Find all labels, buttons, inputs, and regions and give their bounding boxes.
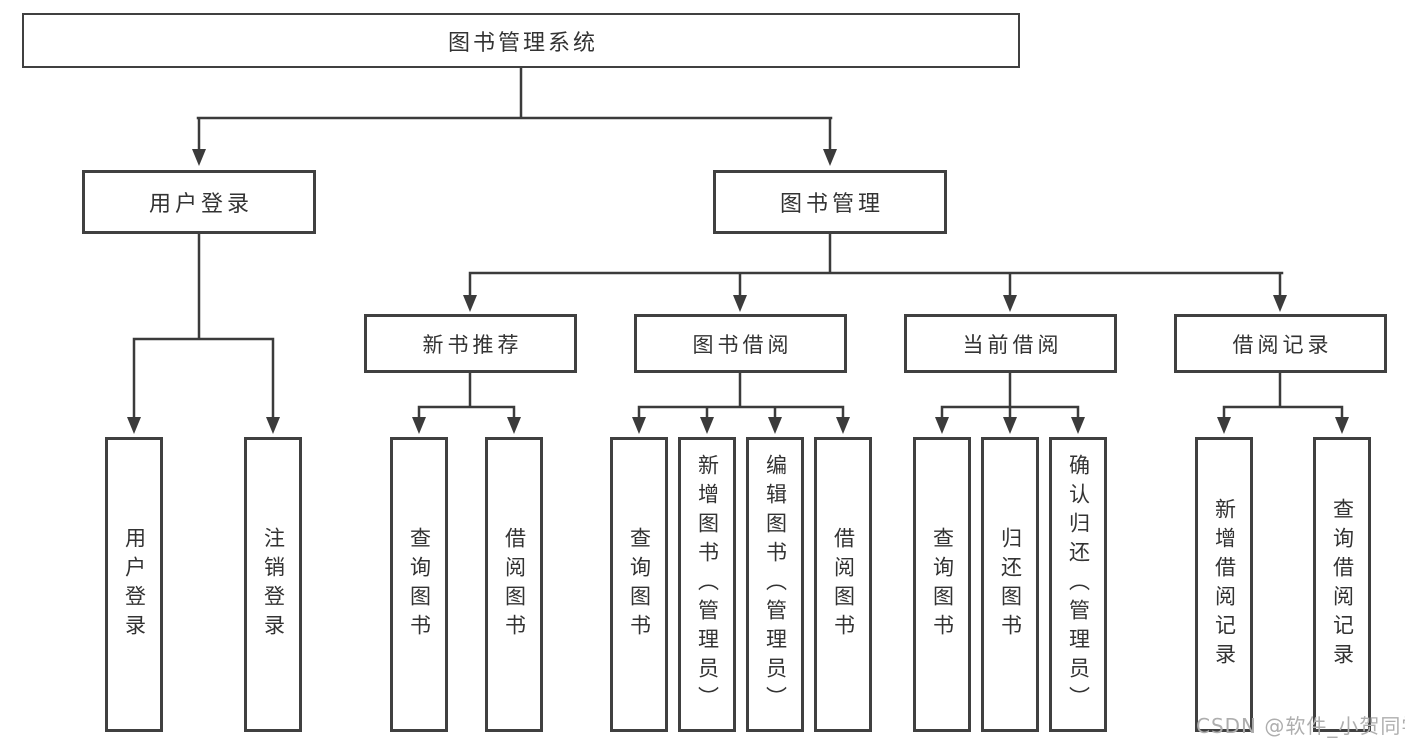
arrowhead	[1217, 417, 1231, 434]
arrowhead	[192, 149, 206, 166]
leaf-label: 借阅图书	[502, 526, 527, 643]
node-module-borrow-records: 借阅记录	[1174, 314, 1387, 373]
leaf-label: 查询图书	[930, 526, 955, 643]
arrowhead	[1335, 417, 1349, 434]
connector-borrow-records-to-leaves	[1217, 369, 1349, 434]
arrowhead	[1273, 295, 1287, 312]
connector-root-to-level2	[192, 64, 837, 166]
node-label: 当前借阅	[962, 332, 1063, 357]
node-module-current-borrow: 当前借阅	[904, 314, 1117, 373]
leaf-label: 查询图书	[627, 526, 652, 643]
leaf-label: 新增借阅记录	[1212, 497, 1237, 672]
leaf-user-login: 用户登录	[105, 437, 163, 732]
arrowhead	[823, 149, 837, 166]
leaf-recommend-query-books: 查询图书	[390, 437, 448, 732]
arrowhead	[768, 417, 782, 434]
arrowhead	[935, 417, 949, 434]
leaf-label: 查询借阅记录	[1330, 497, 1355, 672]
leaf-label: 借阅图书	[831, 526, 856, 643]
node-module-new-book-recommend: 新书推荐	[364, 314, 577, 373]
connector-current-borrow-to-leaves	[935, 369, 1085, 434]
leaf-current-return-books: 归还图书	[981, 437, 1039, 732]
connector-new-book-recommend-to-leaves	[412, 369, 521, 434]
leaf-records-query-record: 查询借阅记录	[1313, 437, 1371, 732]
node-label: 图书借阅	[692, 332, 793, 357]
node-label: 图书管理	[779, 192, 884, 217]
leaf-label: 确认归还（管理员）	[1066, 454, 1091, 715]
arrowhead	[836, 417, 850, 434]
leaf-current-confirm-return-admin: 确认归还（管理员）	[1049, 437, 1107, 732]
leaf-records-add-record: 新增借阅记录	[1195, 437, 1253, 732]
arrowhead	[412, 417, 426, 434]
arrowhead	[1003, 417, 1017, 434]
node-root-system: 图书管理系统	[22, 13, 1020, 68]
leaf-current-query-books: 查询图书	[913, 437, 971, 732]
arrowhead	[266, 417, 280, 434]
arrowhead	[127, 417, 141, 434]
node-label: 借阅记录	[1232, 332, 1333, 357]
watermark: CSDN @软件_小贺同学	[1196, 714, 1405, 738]
arrowhead	[1071, 417, 1085, 434]
leaf-recommend-borrow-books: 借阅图书	[485, 437, 543, 732]
arrowhead	[700, 417, 714, 434]
leaf-borrow-edit-books-admin: 编辑图书（管理员）	[746, 437, 804, 732]
node-branch-book-management: 图书管理	[713, 170, 947, 234]
connector-book-borrow-to-leaves	[632, 369, 850, 434]
node-module-book-borrow: 图书借阅	[634, 314, 847, 373]
leaf-label: 新增图书（管理员）	[695, 454, 720, 715]
connector-book-management-to-level3	[463, 231, 1287, 312]
leaf-label: 查询图书	[407, 526, 432, 643]
node-label: 新书推荐	[422, 332, 523, 357]
leaf-logout: 注销登录	[244, 437, 302, 732]
leaf-borrow-query-books: 查询图书	[610, 437, 668, 732]
node-branch-user-login: 用户登录	[82, 170, 316, 234]
leaf-label: 用户登录	[122, 526, 147, 643]
arrowhead	[733, 295, 747, 312]
leaf-borrow-borrow-books: 借阅图书	[814, 437, 872, 732]
leaf-borrow-add-books-admin: 新增图书（管理员）	[678, 437, 736, 732]
node-label: 用户登录	[148, 192, 253, 217]
arrowhead	[632, 417, 646, 434]
leaf-label: 归还图书	[998, 526, 1023, 643]
arrowhead	[463, 295, 477, 312]
leaf-label: 编辑图书（管理员）	[763, 454, 788, 715]
connector-user-login-to-leaves	[127, 231, 280, 434]
arrowhead	[507, 417, 521, 434]
leaf-label: 注销登录	[261, 526, 286, 643]
node-label: 图书管理系统	[447, 30, 598, 56]
arrowhead	[1003, 295, 1017, 312]
